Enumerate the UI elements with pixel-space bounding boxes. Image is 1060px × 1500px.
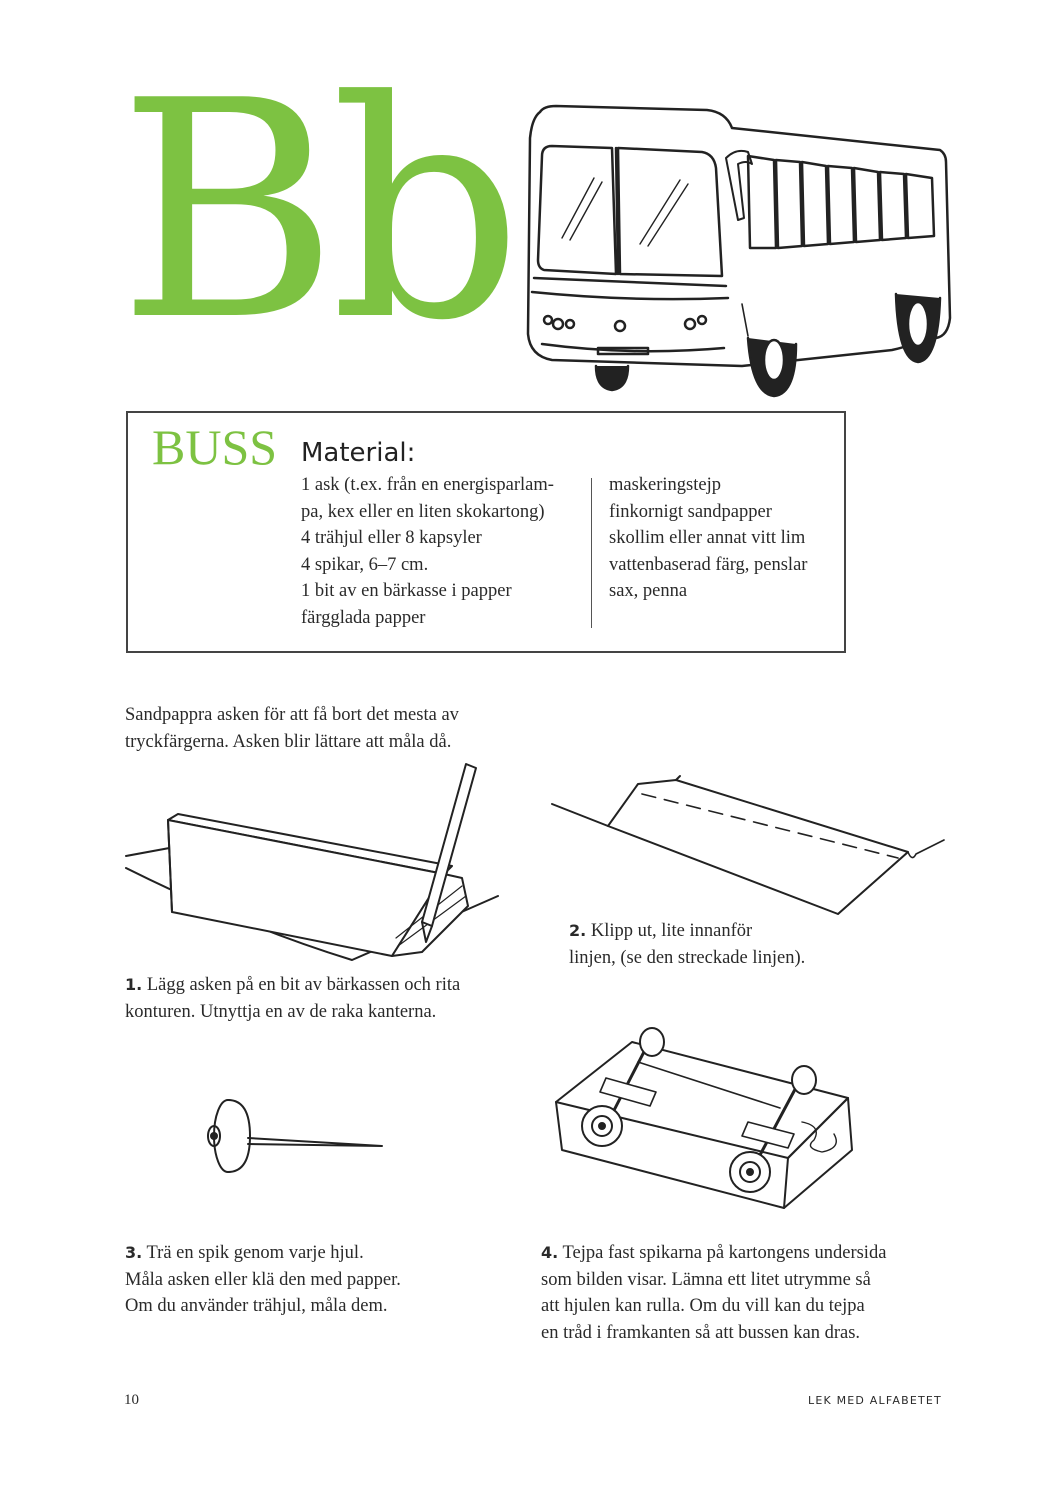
step-4: 4. Tejpa fast spikarna på kartongens und… [541, 1240, 886, 1346]
material-item: maskeringstejp [609, 475, 722, 495]
book-title: LEK MED ALFABETET [808, 1394, 942, 1407]
step-line: Om du använder trähjul, måla dem. [125, 1296, 388, 1316]
step4-illustration [555, 1027, 853, 1209]
material-item: 4 spikar, 6–7 cm. [301, 554, 429, 575]
material-list-left: 1 ask (t.ex. från en energisparlam- pa, … [301, 472, 554, 631]
material-list-right: maskeringstejp finkornigt sandpapper sko… [609, 472, 807, 605]
step-2: 2. Klipp ut, lite innanför linjen, (se d… [569, 918, 805, 971]
material-item: pa, kex eller en liten skokartong) [301, 501, 545, 522]
chapter-letters: Bb [118, 37, 522, 386]
step-text: Lägg asken på en bit av bärkassen och ri… [146, 975, 461, 995]
page-number: 10 [124, 1392, 139, 1408]
step-line: 3. Trä en spik genom varje hjul. [125, 1240, 401, 1267]
step-line: 4. Tejpa fast spikarna på kartongens und… [541, 1240, 886, 1267]
step-number: 2. [569, 921, 587, 940]
material-item: sax, penna [609, 581, 688, 601]
step-line: Måla asken eller klä den med papper. [125, 1269, 401, 1290]
step-number: 1. [125, 975, 143, 994]
material-item: 1 ask (t.ex. från en energisparlam- [301, 475, 554, 495]
step-line: 1. Lägg asken på en bit av bärkassen och… [125, 972, 460, 999]
material-item: färgglada papper [301, 607, 426, 628]
intro-line: Sandpappra asken för att få bort det mes… [125, 705, 459, 725]
bus-illustration [526, 104, 952, 398]
step-text: Tejpa fast spikarna på kartongens unders… [562, 1243, 887, 1263]
step-line: som bilden visar. Lämna ett litet utrymm… [541, 1269, 871, 1290]
material-item: 4 trähjul eller 8 kapsyler [301, 528, 482, 548]
intro-text: Sandpappra asken för att få bort det mes… [125, 702, 459, 755]
column-divider [591, 478, 592, 628]
material-item: skollim eller annat vitt lim [609, 528, 806, 548]
intro-line: tryckfärgerna. Asken blir lättare att må… [125, 731, 452, 752]
material-item: 1 bit av en bärkasse i papper [301, 581, 512, 601]
step-text: Trä en spik genom varje hjul. [146, 1243, 364, 1263]
step-number: 3. [125, 1243, 143, 1262]
material-item: vattenbaserad färg, penslar [609, 554, 808, 575]
step-line: konturen. Utnyttja en av de raka kantern… [125, 1001, 437, 1022]
step-1: 1. Lägg asken på en bit av bärkassen och… [125, 972, 460, 1025]
material-heading: Material: [301, 438, 416, 468]
step1-illustration [125, 763, 499, 961]
step-3: 3. Trä en spik genom varje hjul. Måla as… [125, 1240, 401, 1320]
step-line: en tråd i framkanten så att bussen kan d… [541, 1322, 861, 1343]
step-line: att hjulen kan rulla. Om du vill kan du … [541, 1296, 865, 1316]
step2-illustration [551, 775, 945, 915]
step-line: linjen, (se den streckade linjen). [569, 947, 806, 968]
step-line: 2. Klipp ut, lite innanför [569, 918, 805, 945]
step-number: 4. [541, 1243, 559, 1262]
material-item: finkornigt sandpapper [609, 501, 772, 522]
step3-illustration [207, 1099, 383, 1173]
project-title: BUSS [152, 419, 278, 475]
material-box [126, 411, 846, 653]
step-text: Klipp ut, lite innanför [590, 921, 753, 941]
